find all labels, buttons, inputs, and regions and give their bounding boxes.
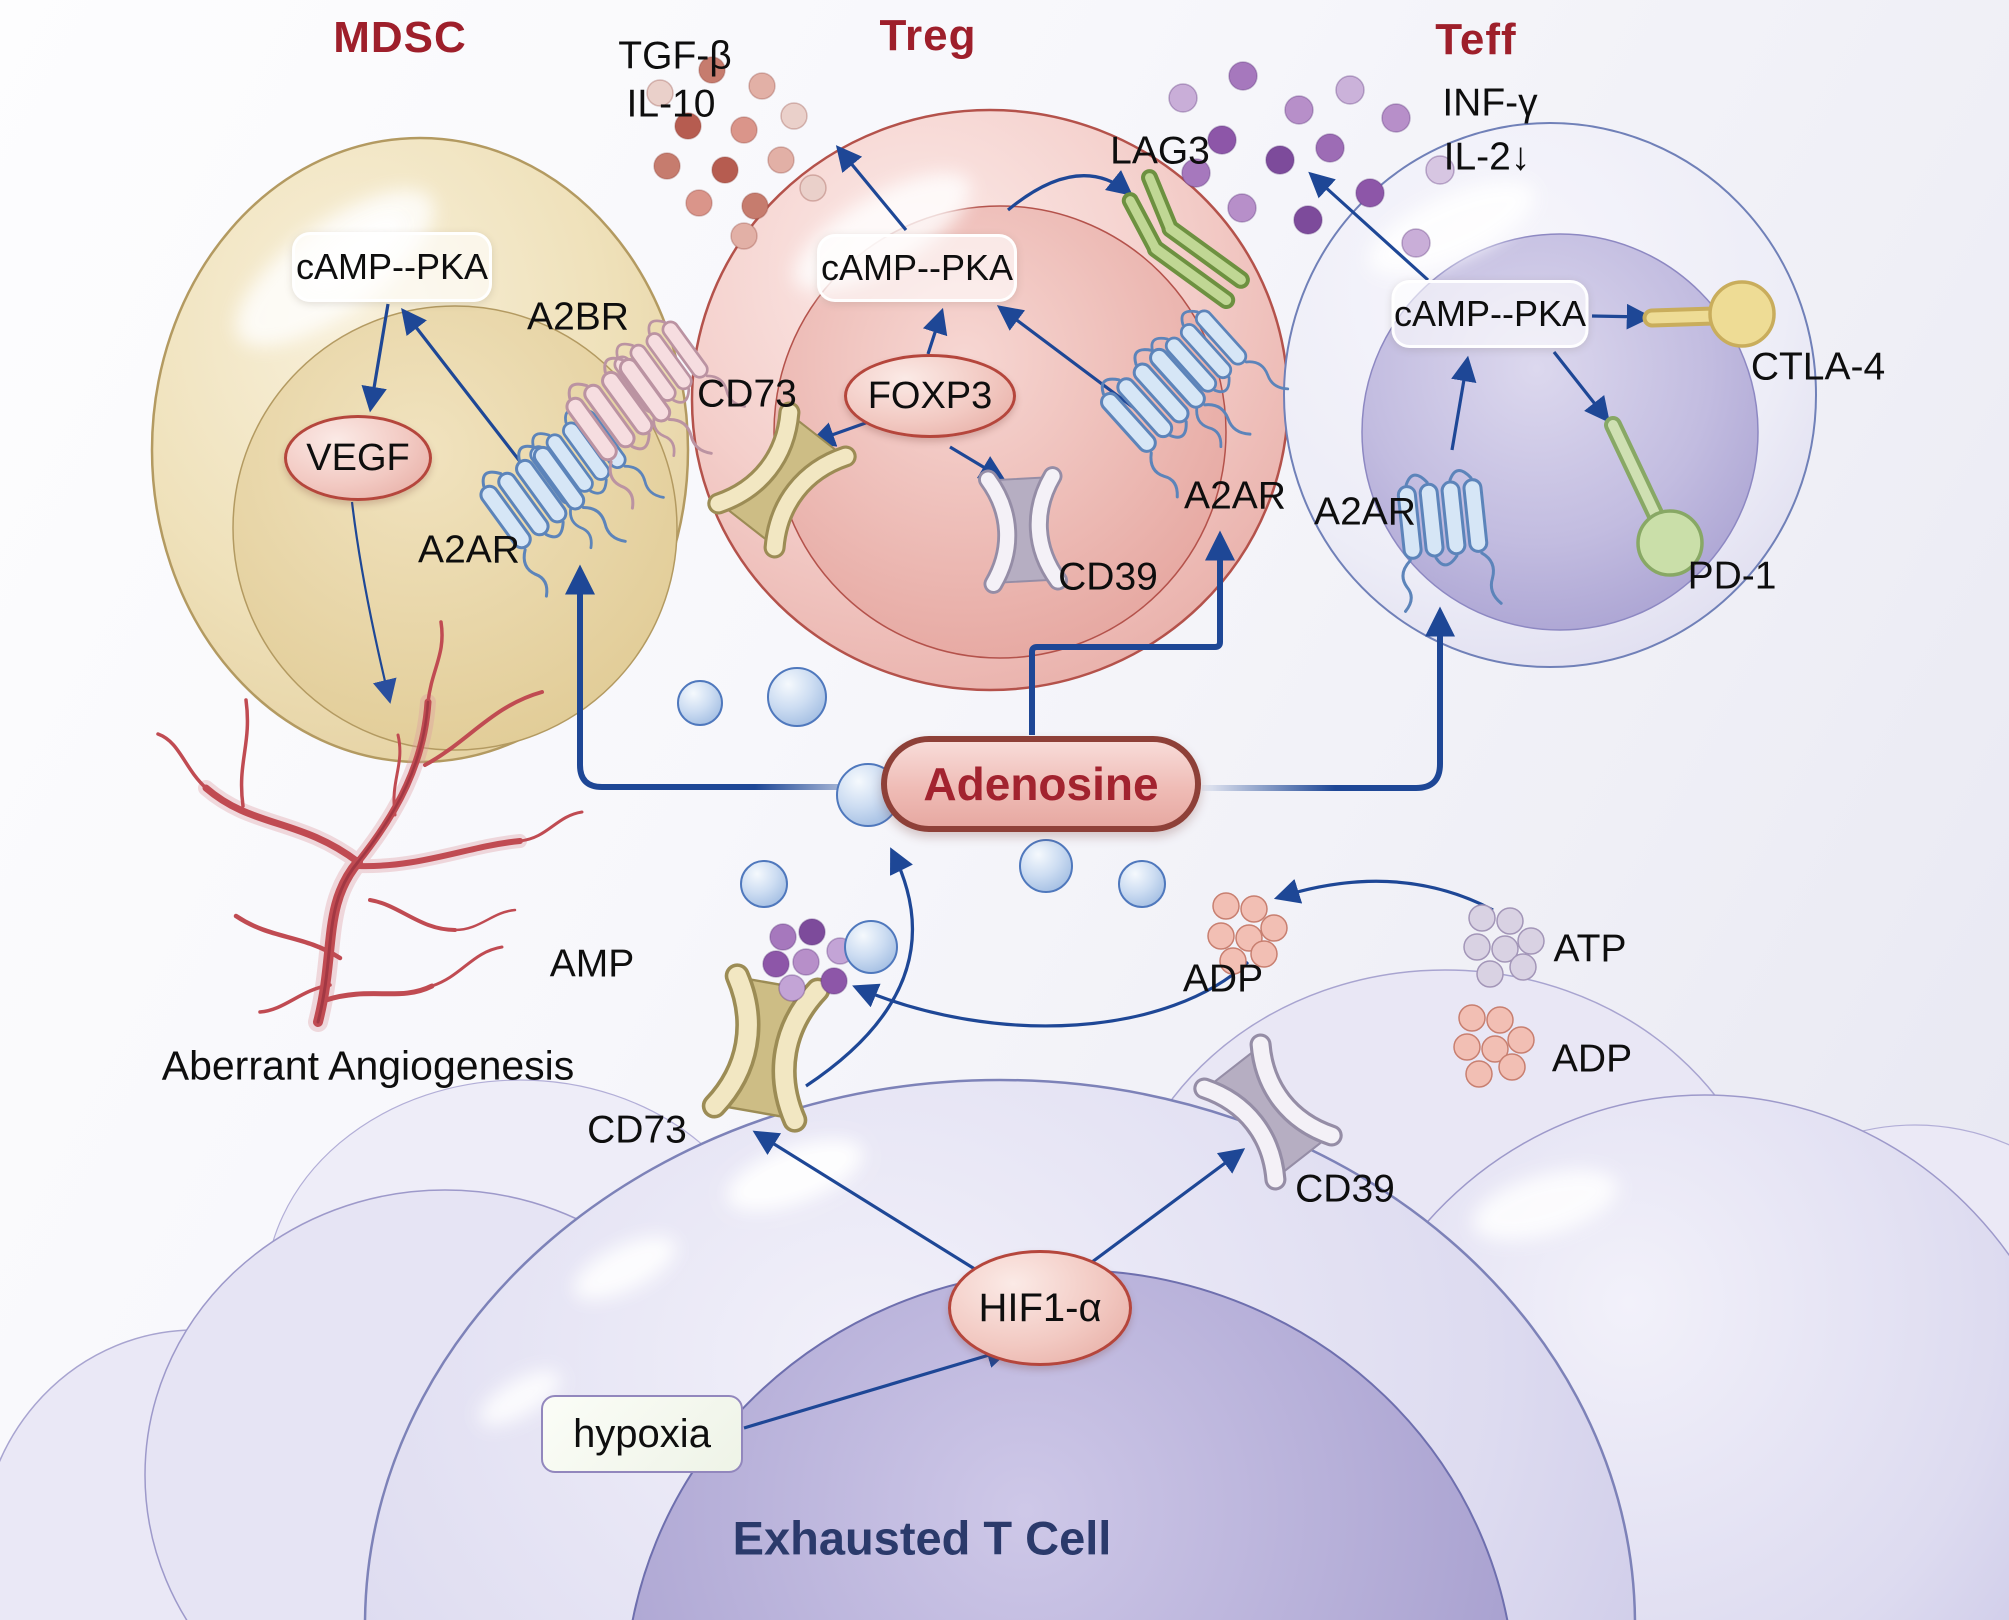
arrow-a2ar-to-camp-teff [1450, 355, 1477, 451]
arrow-camp-to-cytokines-teff [1308, 171, 1430, 282]
arrow-camp-to-ctla4 [1591, 303, 1653, 330]
arrow-camp-to-lag3 [1006, 170, 1134, 212]
atp-dots-icon [1463, 904, 1545, 988]
adenosine-signal-arrows [565, 530, 1455, 791]
arrow-camp-to-pd1 [1552, 351, 1610, 424]
blood-vessels-icon [156, 620, 584, 1032]
arrow-camp-to-vegf [361, 303, 390, 413]
ctla4-receptor-icon [1642, 280, 1776, 348]
arrow-adenosine-to-treg-a2ar [1029, 530, 1235, 735]
arrow-adp-to-amp [852, 960, 1250, 1028]
arrow-adenosine-to-mdsc-a2ar [565, 564, 886, 790]
arrow-vegf-to-vessels [350, 501, 397, 704]
adp-dots-extracellular-icon [1453, 1004, 1535, 1088]
adp-dots-near-cd39-icon [1207, 892, 1288, 975]
exhausted-t-cell-body [0, 969, 2009, 1620]
arrow-a2ar-to-camp-treg [996, 305, 1151, 422]
treg-cytokine-dots-icon [646, 56, 827, 250]
pd1-receptor-icon [1604, 416, 1704, 577]
adenosine-bubbles-icon [677, 667, 1166, 974]
arrow-hif1a-to-cd39 [1083, 1148, 1246, 1270]
lag3-receptor-icon [1121, 169, 1250, 310]
amp-dots-icon [762, 918, 854, 1002]
arrow-foxp3-to-camp [922, 307, 948, 355]
exhausted-cd73-enzyme-icon [701, 963, 831, 1133]
arrow-a2ar-to-camp-mdsc [401, 307, 534, 478]
arrow-amp-to-adenosine [805, 847, 914, 1088]
arrow-camp-to-cytokines-treg [835, 145, 908, 232]
treg-cd73-enzyme-icon [707, 401, 857, 559]
arrow-adenosine-to-teff-a2ar [1202, 606, 1455, 791]
treg-cd39-enzyme-icon [978, 466, 1068, 594]
arrow-atp-to-adp [1273, 879, 1494, 912]
exhausted-cd39-enzyme-icon [1193, 1033, 1343, 1191]
teff-cytokine-dots-icon [1168, 61, 1455, 258]
